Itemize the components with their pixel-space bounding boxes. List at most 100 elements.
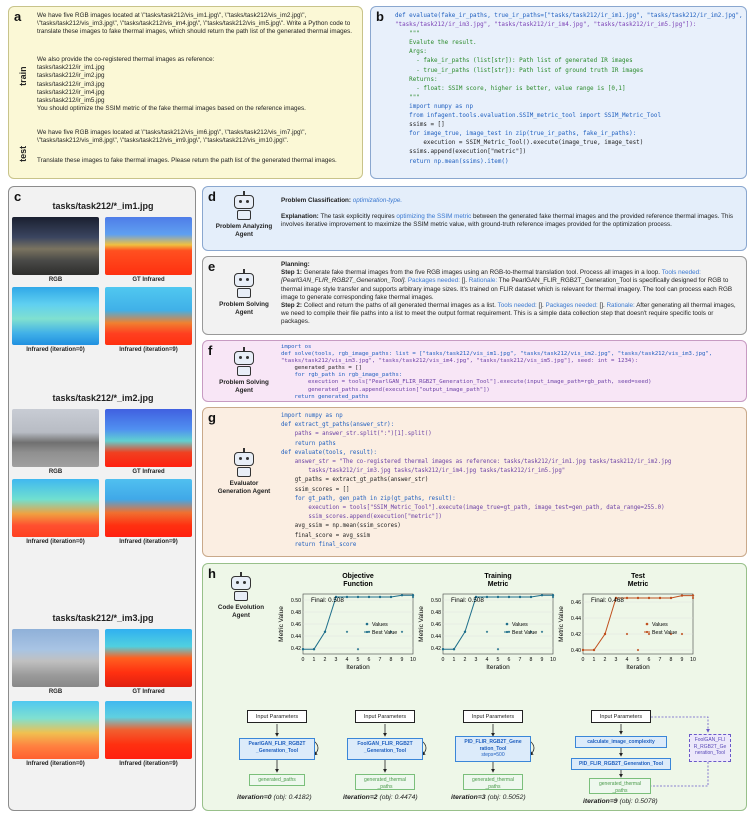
value-point — [411, 595, 415, 599]
agent-name-f: Problem Solving Agent — [219, 379, 269, 395]
legend-values-label: Values — [652, 622, 668, 628]
rgb-image-2 — [12, 409, 99, 467]
caption-rgb-2: RGB — [48, 469, 63, 475]
value-point — [345, 630, 349, 633]
evaluator-code-line: return paths — [281, 440, 336, 447]
code-evolution-agent: Code Evolution Agent — [211, 572, 271, 620]
x-tick-label: 2 — [604, 657, 607, 663]
iteration-caption-2: iteration=2 (obj: 0.4474) — [343, 794, 418, 803]
legend-best-label: Best Value — [372, 630, 397, 636]
train-ref-1: tasks/task212/ir_im2.jpg — [37, 72, 105, 80]
legend-values-label: Values — [372, 622, 388, 628]
problem-analyzing-agent: Problem Analyzing Agent — [215, 191, 273, 239]
value-point — [323, 630, 327, 633]
x-tick-label: 3 — [335, 657, 338, 663]
image-group-title-2: tasks/task212/*_im2.jpg — [52, 393, 154, 403]
legend-best-dot — [645, 630, 649, 634]
evaluate-code-line: def evaluate(fake_ir_paths, true_ir_path… — [395, 13, 743, 19]
calculate-complexity-box: calculate_image_complexity — [575, 736, 667, 748]
step1-pkg: []. — [461, 277, 467, 285]
test-paragraph-1: We have five RGB images located at \"tas… — [37, 129, 307, 145]
y-tick-label: 0.50 — [431, 598, 441, 604]
x-tick-label: 9 — [681, 657, 684, 663]
train-paragraph-2: We also provide the co-registered therma… — [37, 56, 359, 113]
panel-d-label: d — [208, 189, 216, 204]
value-point — [529, 630, 533, 633]
panel-f-label: f — [208, 343, 213, 358]
step2-label: Step 2: — [281, 301, 302, 309]
x-tick-label: 6 — [368, 657, 371, 663]
y-axis-label: Metric Value — [418, 606, 425, 642]
iteration-label-2: iteration=2 — [343, 794, 378, 801]
solve-code-line: for rgb_path in rgb_image_paths: — [281, 372, 403, 379]
gt-infrared-image-2 — [105, 409, 192, 467]
y-axis-label: Metric Value — [558, 606, 565, 642]
best-value-point — [551, 594, 555, 597]
value-point — [400, 630, 404, 633]
classification-line: Problem Classification: optimization-typ… — [281, 197, 741, 205]
foolgan-fallback-box: FoolGAN_FLI R_RGB2T_Ge neration_Tool — [689, 734, 731, 762]
caption-iter0-2: Infrared (iteration=0) — [26, 539, 85, 545]
train-ref-4: tasks/task212/ir_im5.jpg — [37, 96, 105, 104]
y-tick-label: 0.50 — [291, 598, 301, 604]
x-tick-label: 1 — [593, 657, 596, 663]
classification-label: Problem Classification: — [281, 197, 351, 204]
x-tick-label: 2 — [464, 657, 467, 663]
evaluator-code-line: avg_ssim = np.mean(ssim_scores) — [281, 523, 401, 530]
evaluator-code-line: gt_paths = extract_gt_paths(answer_str) — [281, 477, 429, 484]
value-point — [551, 595, 555, 599]
problem-solving-agent-e: Problem Solving Agent — [215, 269, 273, 317]
generated-paths-box-1: generated_paths — [249, 774, 305, 786]
planning-text: Planning: Step 1: Generate fake thermal … — [281, 261, 743, 326]
x-tick-label: 4 — [346, 657, 349, 663]
x-tick-label: 4 — [486, 657, 489, 663]
train-ref-3: tasks/task212/ir_im4.jpg — [37, 88, 105, 96]
x-tick-label: 0 — [302, 657, 305, 663]
value-point — [540, 630, 544, 633]
best-value-point — [529, 595, 533, 599]
train-tag: train — [18, 66, 29, 86]
x-tick-label: 4 — [626, 657, 629, 663]
x-tick-label: 2 — [324, 657, 327, 663]
infrared-iter9-image-2 — [105, 479, 192, 537]
explanation-post: between the generated fake thermal image… — [281, 213, 733, 229]
best-value-point — [680, 594, 684, 597]
train-ref-tail: You should optimize the SSIM metric of t… — [37, 105, 306, 113]
evaluator-code-line: execution = tools["SSIM_Metric_Tool"].ex… — [281, 505, 665, 512]
x-tick-label: 10 — [690, 657, 696, 663]
evaluate-code-line: ssims.append(execution["metric"]) — [395, 149, 527, 156]
evaluator-code-line: final_score = avg_ssim — [281, 532, 371, 539]
value-point — [669, 632, 673, 636]
panel-c-label: c — [14, 189, 22, 204]
y-tick-label: 0.46 — [571, 600, 581, 606]
iteration-label-0: iteration=0 — [237, 794, 272, 801]
infrared-iter0-image-2 — [12, 479, 99, 537]
value-point — [496, 648, 500, 651]
evaluator-code-line: paths = answer_str.split(":")[1].split() — [281, 431, 432, 438]
value-point — [485, 630, 489, 633]
infrared-iter9-image-3 — [105, 701, 192, 759]
final-value-label: Final: 0.508 — [451, 597, 484, 604]
panel-c: c tasks/task212/*_im1.jpg RGB GT Infrare… — [8, 186, 196, 811]
y-tick-label: 0.40 — [571, 648, 581, 654]
generated-paths-box-2: generated_thermal _paths — [355, 774, 415, 790]
solve-code-line: def solve(tools, rgb_image_paths: list =… — [281, 351, 713, 358]
explanation-text: Explanation: The task explicitly require… — [281, 213, 743, 229]
chart-frame — [582, 593, 694, 655]
robot-icon — [231, 448, 257, 478]
iteration-caption-3: iteration=3 (obj: 0.5052) — [451, 794, 526, 803]
evaluate-code-line: Args: — [395, 49, 427, 56]
iteration-label-9: iteration=9 — [583, 798, 618, 805]
panel-b: b def evaluate(fake_ir_paths, true_ir_pa… — [370, 6, 747, 179]
legend-values-marker — [505, 622, 509, 626]
infrared-iter0-image-1 — [12, 287, 99, 345]
caption-iter0-1: Infrared (iteration=0) — [26, 347, 85, 353]
legend-values-label: Values — [512, 622, 528, 628]
solve-code-line: generated_paths.append(execution["output… — [281, 386, 490, 393]
evaluate-code-line: """ — [395, 31, 420, 38]
gt-infrared-image-3 — [105, 629, 192, 687]
panel-e-label: e — [208, 259, 216, 274]
